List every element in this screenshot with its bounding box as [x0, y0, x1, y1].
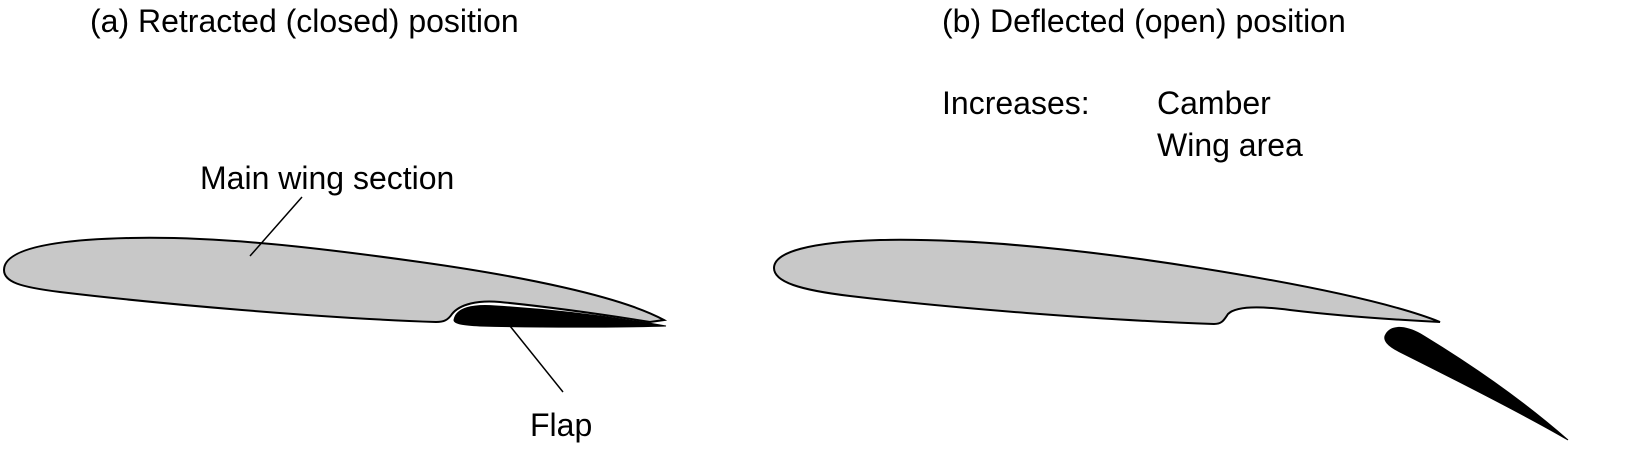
main-wing-label: Main wing section — [200, 160, 455, 196]
panel-a-flap — [453, 305, 667, 328]
panel-b-main-wing — [772, 238, 1441, 326]
panel-b-airfoil — [772, 238, 1569, 441]
main-wing-leader-line — [249, 196, 303, 257]
panel-a-airfoil — [2, 196, 668, 393]
panel-b-flap — [1384, 327, 1569, 441]
increases-label: Increases: — [942, 85, 1090, 121]
increases-item-wing-area: Wing area — [1157, 127, 1303, 163]
increases-item-camber: Camber — [1157, 85, 1271, 121]
flap-label: Flap — [530, 407, 593, 443]
panel-a-main-wing — [2, 236, 668, 324]
panel-b-title: (b) Deflected (open) position — [942, 3, 1346, 39]
panel-a-title: (a) Retracted (closed) position — [90, 3, 519, 39]
flap-leader-line — [509, 325, 564, 393]
